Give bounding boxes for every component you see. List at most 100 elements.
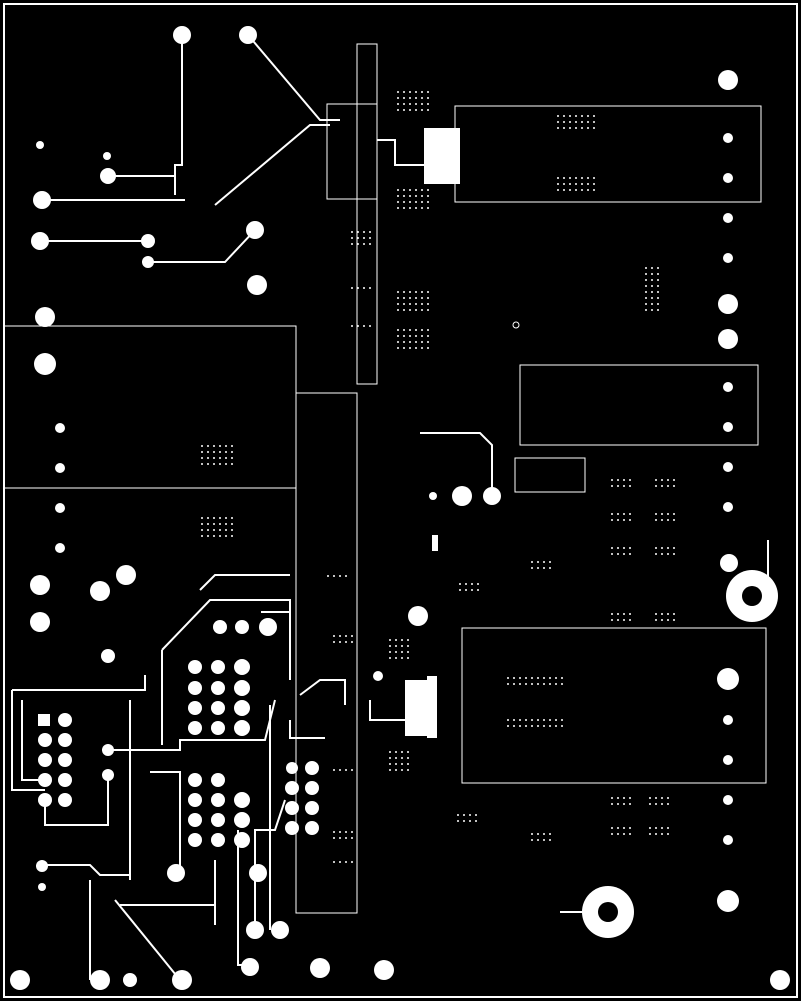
via	[213, 445, 215, 447]
via	[351, 861, 353, 863]
battery-holders	[582, 570, 778, 938]
via	[629, 513, 631, 515]
via	[415, 109, 417, 111]
via	[655, 833, 657, 835]
via	[403, 109, 405, 111]
via	[201, 535, 203, 537]
via	[543, 719, 545, 721]
via	[657, 297, 659, 299]
via	[557, 121, 559, 123]
board-outline	[3, 3, 798, 998]
via	[611, 619, 613, 621]
via	[611, 513, 613, 515]
via	[395, 639, 397, 641]
via	[569, 183, 571, 185]
via	[213, 463, 215, 465]
outline-left-module	[3, 325, 297, 489]
via	[407, 769, 409, 771]
via	[213, 523, 215, 525]
via	[357, 231, 359, 233]
via	[397, 103, 399, 105]
via	[351, 243, 353, 245]
via	[593, 189, 595, 191]
via	[389, 757, 391, 759]
via	[611, 833, 613, 835]
via	[415, 91, 417, 93]
via	[363, 325, 365, 327]
via	[557, 115, 559, 117]
via	[421, 309, 423, 311]
via	[427, 195, 429, 197]
via	[657, 303, 659, 305]
via	[427, 103, 429, 105]
via	[219, 457, 221, 459]
via	[513, 725, 515, 727]
via	[401, 757, 403, 759]
via	[531, 677, 533, 679]
via	[213, 535, 215, 537]
via	[427, 201, 429, 203]
via	[475, 820, 477, 822]
via	[549, 567, 551, 569]
via	[537, 683, 539, 685]
via	[537, 677, 539, 679]
via	[363, 287, 365, 289]
via	[623, 797, 625, 799]
via	[397, 201, 399, 203]
via	[477, 583, 479, 585]
via	[623, 547, 625, 549]
via	[537, 725, 539, 727]
via	[397, 91, 399, 93]
via	[629, 827, 631, 829]
via	[537, 567, 539, 569]
via	[575, 177, 577, 179]
via	[397, 291, 399, 293]
via	[345, 861, 347, 863]
via	[357, 287, 359, 289]
via	[623, 803, 625, 805]
via	[617, 613, 619, 615]
via	[389, 769, 391, 771]
via	[575, 183, 577, 185]
via	[395, 645, 397, 647]
via	[225, 523, 227, 525]
via	[651, 285, 653, 287]
via	[587, 127, 589, 129]
via	[629, 797, 631, 799]
via	[673, 547, 675, 549]
via	[225, 463, 227, 465]
via	[415, 335, 417, 337]
via	[427, 189, 429, 191]
via	[569, 127, 571, 129]
via	[427, 297, 429, 299]
via	[661, 803, 663, 805]
via	[587, 115, 589, 117]
via	[369, 243, 371, 245]
via	[421, 109, 423, 111]
pads	[10, 26, 790, 990]
via	[667, 485, 669, 487]
via	[225, 517, 227, 519]
via	[667, 803, 669, 805]
via	[427, 291, 429, 293]
via	[421, 303, 423, 305]
via	[617, 519, 619, 521]
via	[231, 529, 233, 531]
via	[427, 207, 429, 209]
outline-center-strip	[295, 392, 358, 914]
via	[219, 517, 221, 519]
via	[389, 651, 391, 653]
via	[657, 285, 659, 287]
via	[403, 201, 405, 203]
via	[427, 329, 429, 331]
via	[397, 347, 399, 349]
via	[543, 725, 545, 727]
via	[471, 583, 473, 585]
via	[401, 751, 403, 753]
via	[207, 445, 209, 447]
via	[543, 567, 545, 569]
via	[415, 103, 417, 105]
via	[403, 189, 405, 191]
via	[213, 529, 215, 531]
via	[397, 297, 399, 299]
